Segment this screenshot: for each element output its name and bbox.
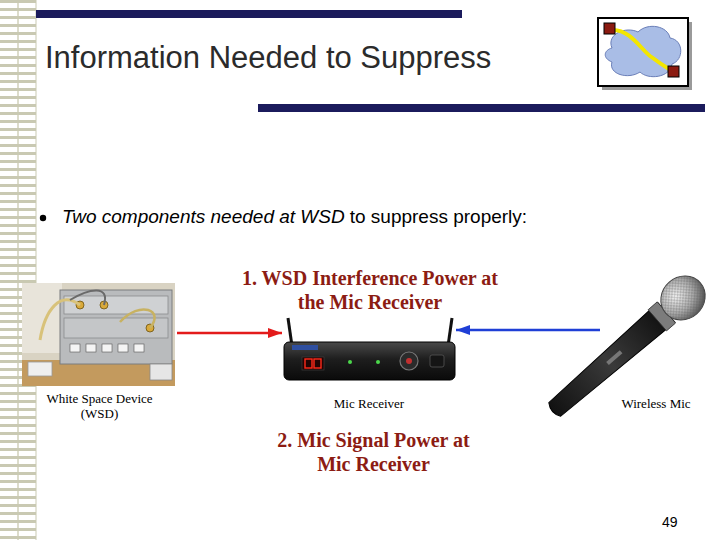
edge-label: 2. Mic Signal Power at Mic Receiver (276, 428, 471, 476)
bullet-text: Two components needed at WSD (62, 206, 345, 228)
signal-arrow (177, 332, 282, 335)
device-caption: White Space Device (WSD) (37, 391, 162, 421)
side-bar (0, 0, 36, 540)
edge-label: 1. WSD Interference Power at the Mic Rec… (234, 266, 506, 314)
mic-picture (539, 267, 714, 427)
title-rule (258, 104, 705, 112)
page-number: 49 (662, 514, 678, 530)
device-box: Mic Receiver (282, 300, 456, 411)
slide-title: Information Needed to Suppress (45, 40, 491, 76)
device-caption: Mic Receiver (289, 396, 449, 411)
device-box: Wireless Mic (600, 285, 712, 411)
receiver-picture (284, 318, 455, 380)
signal-arrow (456, 329, 600, 332)
side-bar-edge (36, 0, 37, 540)
wsd-photo (22, 283, 175, 386)
logo (598, 18, 692, 90)
bullet-dot (40, 215, 46, 221)
top-rule (36, 10, 462, 18)
device-box: White Space Device (WSD) (22, 283, 177, 421)
device-caption: Wireless Mic (602, 396, 710, 411)
bullet-text: to suppress properly: (350, 206, 527, 228)
